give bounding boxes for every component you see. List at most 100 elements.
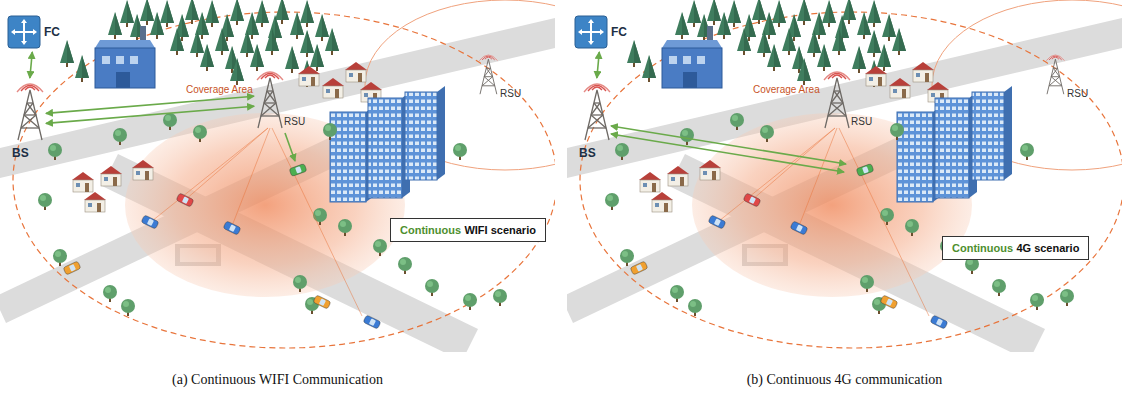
forest — [60, 0, 339, 87]
use-shape — [185, 0, 199, 24]
use-shape — [140, 0, 154, 25]
node-text: RSU — [500, 88, 521, 100]
polygon-shape — [95, 40, 155, 48]
coverage-label: Coverage Area — [753, 84, 820, 95]
use-shape — [300, 0, 314, 27]
path-shape — [13, 21, 35, 43]
subfigure-caption: (b) Continuous 4G communication — [567, 372, 1122, 388]
use-shape — [60, 40, 74, 67]
rect-shape — [140, 26, 146, 42]
cars — [63, 164, 381, 330]
node-text: BS — [12, 146, 44, 160]
polygon-shape — [21, 41, 27, 45]
coverage-boundary — [13, 12, 555, 348]
polygon-shape — [33, 29, 37, 35]
node-text: WIFI scenario — [464, 224, 536, 236]
use-shape — [113, 128, 127, 145]
line-shape — [272, 128, 362, 316]
base-station-node: BS — [8, 80, 44, 160]
rsu-node: RSU — [823, 70, 872, 128]
base-station-node: BS — [575, 80, 611, 160]
use-shape — [265, 28, 279, 55]
rect-shape — [8, 16, 40, 48]
fog-center-node: FC — [8, 16, 60, 50]
line-shape — [185, 128, 268, 200]
car-link-arrows — [285, 126, 846, 172]
node-text: RSU — [284, 116, 305, 128]
use-shape — [425, 279, 439, 296]
use-shape — [240, 30, 254, 57]
use-shape — [63, 261, 81, 275]
use-shape — [293, 275, 307, 292]
use-shape — [298, 66, 320, 86]
use-shape — [193, 125, 207, 142]
rsu-node: RSU — [256, 70, 305, 128]
use-shape — [75, 55, 89, 82]
use-shape — [170, 28, 184, 55]
use-shape — [108, 12, 122, 39]
use-shape — [223, 221, 241, 235]
use-shape — [120, 0, 134, 27]
line-shape — [232, 128, 270, 226]
polygon-shape — [0, 107, 406, 323]
rsu-tower — [479, 55, 497, 94]
use-shape — [150, 12, 164, 39]
rsu-tower — [257, 72, 283, 128]
rect-shape — [102, 56, 110, 64]
use-shape — [53, 249, 67, 266]
node-text: Continuous — [952, 242, 1013, 254]
use-shape — [463, 293, 477, 310]
rect-shape — [95, 48, 155, 88]
line-shape — [611, 126, 846, 164]
polygon-shape — [437, 86, 445, 180]
fog-center-icon — [8, 16, 40, 48]
use-shape — [48, 143, 62, 160]
use-shape — [215, 28, 229, 55]
use-shape — [310, 44, 324, 71]
coverage-label: Coverage Area — [186, 84, 253, 95]
rect-shape — [368, 98, 402, 198]
use-shape — [290, 12, 304, 39]
use-shape — [373, 239, 387, 256]
link-arrow — [46, 96, 254, 113]
use-shape — [72, 172, 94, 192]
use-shape — [205, 0, 219, 27]
use-shape — [250, 44, 264, 71]
use-shape — [200, 44, 214, 71]
use-shape — [141, 215, 159, 229]
base-station-tower — [17, 84, 43, 140]
rect-shape — [116, 72, 130, 88]
scenario-box: Continuous4G scenario — [942, 236, 1089, 260]
office-buildings — [330, 86, 445, 202]
rsu-node: RSU — [1045, 52, 1088, 100]
use-shape — [345, 62, 367, 82]
use-shape — [322, 78, 344, 98]
node-text: 4G scenario — [1016, 242, 1079, 254]
use-shape — [285, 46, 299, 73]
link-arrow — [30, 52, 32, 78]
use-shape — [398, 257, 412, 274]
line-shape — [611, 134, 844, 172]
use-shape — [453, 143, 467, 160]
use-shape — [103, 285, 117, 302]
use-shape — [323, 123, 337, 140]
use-shape — [132, 160, 154, 180]
node-text: FC — [611, 25, 627, 39]
use-shape — [325, 28, 339, 55]
use-shape — [38, 193, 52, 210]
use-shape — [190, 30, 204, 57]
rect-shape — [405, 92, 437, 180]
use-shape — [100, 166, 122, 186]
rect-shape — [130, 56, 138, 64]
use-shape — [493, 289, 507, 306]
use-shape — [160, 0, 174, 27]
houses — [72, 62, 382, 212]
use-shape — [275, 0, 289, 24]
use-shape — [313, 208, 327, 225]
use-shape — [230, 58, 244, 85]
round-trees — [38, 113, 507, 316]
roads — [0, 18, 555, 352]
